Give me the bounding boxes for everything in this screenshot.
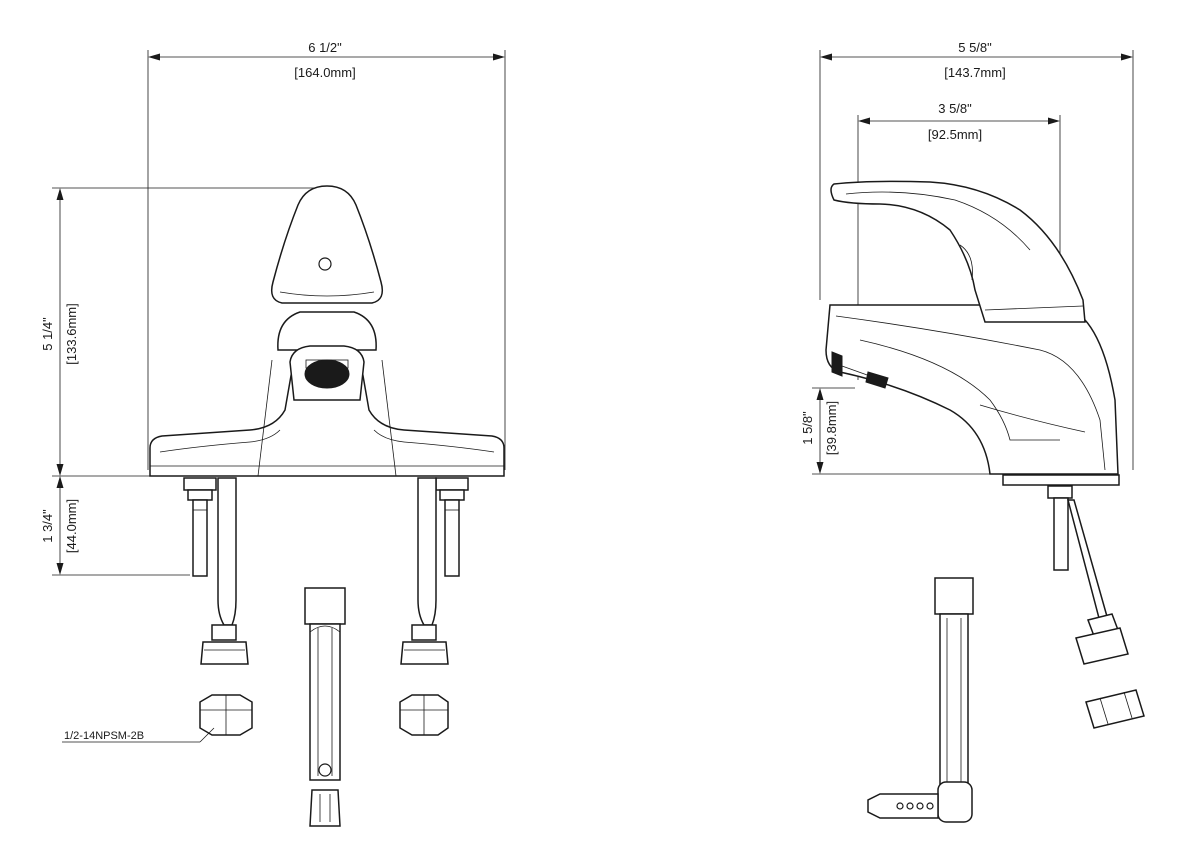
handle-screw-hole: [318, 257, 332, 271]
dim-reach-inch: 3 5/8": [938, 101, 972, 116]
dim-width-inch: 6 1/2": [308, 40, 342, 55]
dim-height-mm: [133.6mm]: [64, 303, 79, 364]
drain-assembly: [304, 587, 346, 827]
dim-depth-mm: [143.7mm]: [944, 65, 1005, 80]
aerator: [304, 359, 350, 389]
side-hex-nut: [1085, 689, 1145, 729]
front-handle: [270, 185, 384, 304]
dim-shank-mm: [44.0mm]: [64, 499, 79, 553]
right-coupling-nut: [400, 624, 449, 665]
left-shank: [183, 477, 237, 626]
dim-width-mm: [164.0mm]: [294, 65, 355, 80]
dim-shank-inch: 1 3/4": [40, 509, 55, 543]
side-handle: [830, 180, 1086, 323]
spout-body: [277, 311, 377, 401]
side-drain-assembly: [867, 577, 974, 823]
side-coupling-nut: [1075, 613, 1129, 665]
left-coupling-nut: [200, 624, 249, 665]
dimension-shank: 1 3/4" [44.0mm]: [40, 476, 190, 576]
side-view: 5 5/8" [143.7mm] 3 5/8" [92.5mm] 1 5/8" …: [800, 40, 1145, 823]
thread-note-label: 1/2-14NPSM-2B: [64, 730, 144, 742]
dimension-height: 5 1/4" [133.6mm]: [40, 187, 330, 477]
dimension-width: 6 1/2" [164.0mm]: [147, 40, 506, 470]
dim-spout-height-inch: 1 5/8": [800, 411, 815, 445]
thread-note: 1/2-14NPSM-2B: [62, 727, 215, 743]
side-base-flange: [1002, 474, 1120, 486]
dimension-spout-height: 1 5/8" [39.8mm]: [800, 387, 1000, 475]
dim-reach-mm: [92.5mm]: [928, 127, 982, 142]
dim-spout-height-mm: [39.8mm]: [824, 401, 839, 455]
left-hex-nut: [199, 694, 253, 736]
dimension-depth: 5 5/8" [143.7mm]: [819, 40, 1134, 470]
side-aerator: [831, 351, 843, 377]
dim-depth-inch: 5 5/8": [958, 40, 992, 55]
front-view: 6 1/2" [164.0mm] 5 1/4" [133.6mm] 1 3/4"…: [40, 40, 506, 827]
side-shank: [1047, 485, 1109, 623]
side-body: [825, 304, 1119, 475]
right-hex-nut: [399, 694, 449, 736]
dim-height-inch: 5 1/4": [40, 317, 55, 351]
right-shank: [417, 477, 469, 626]
